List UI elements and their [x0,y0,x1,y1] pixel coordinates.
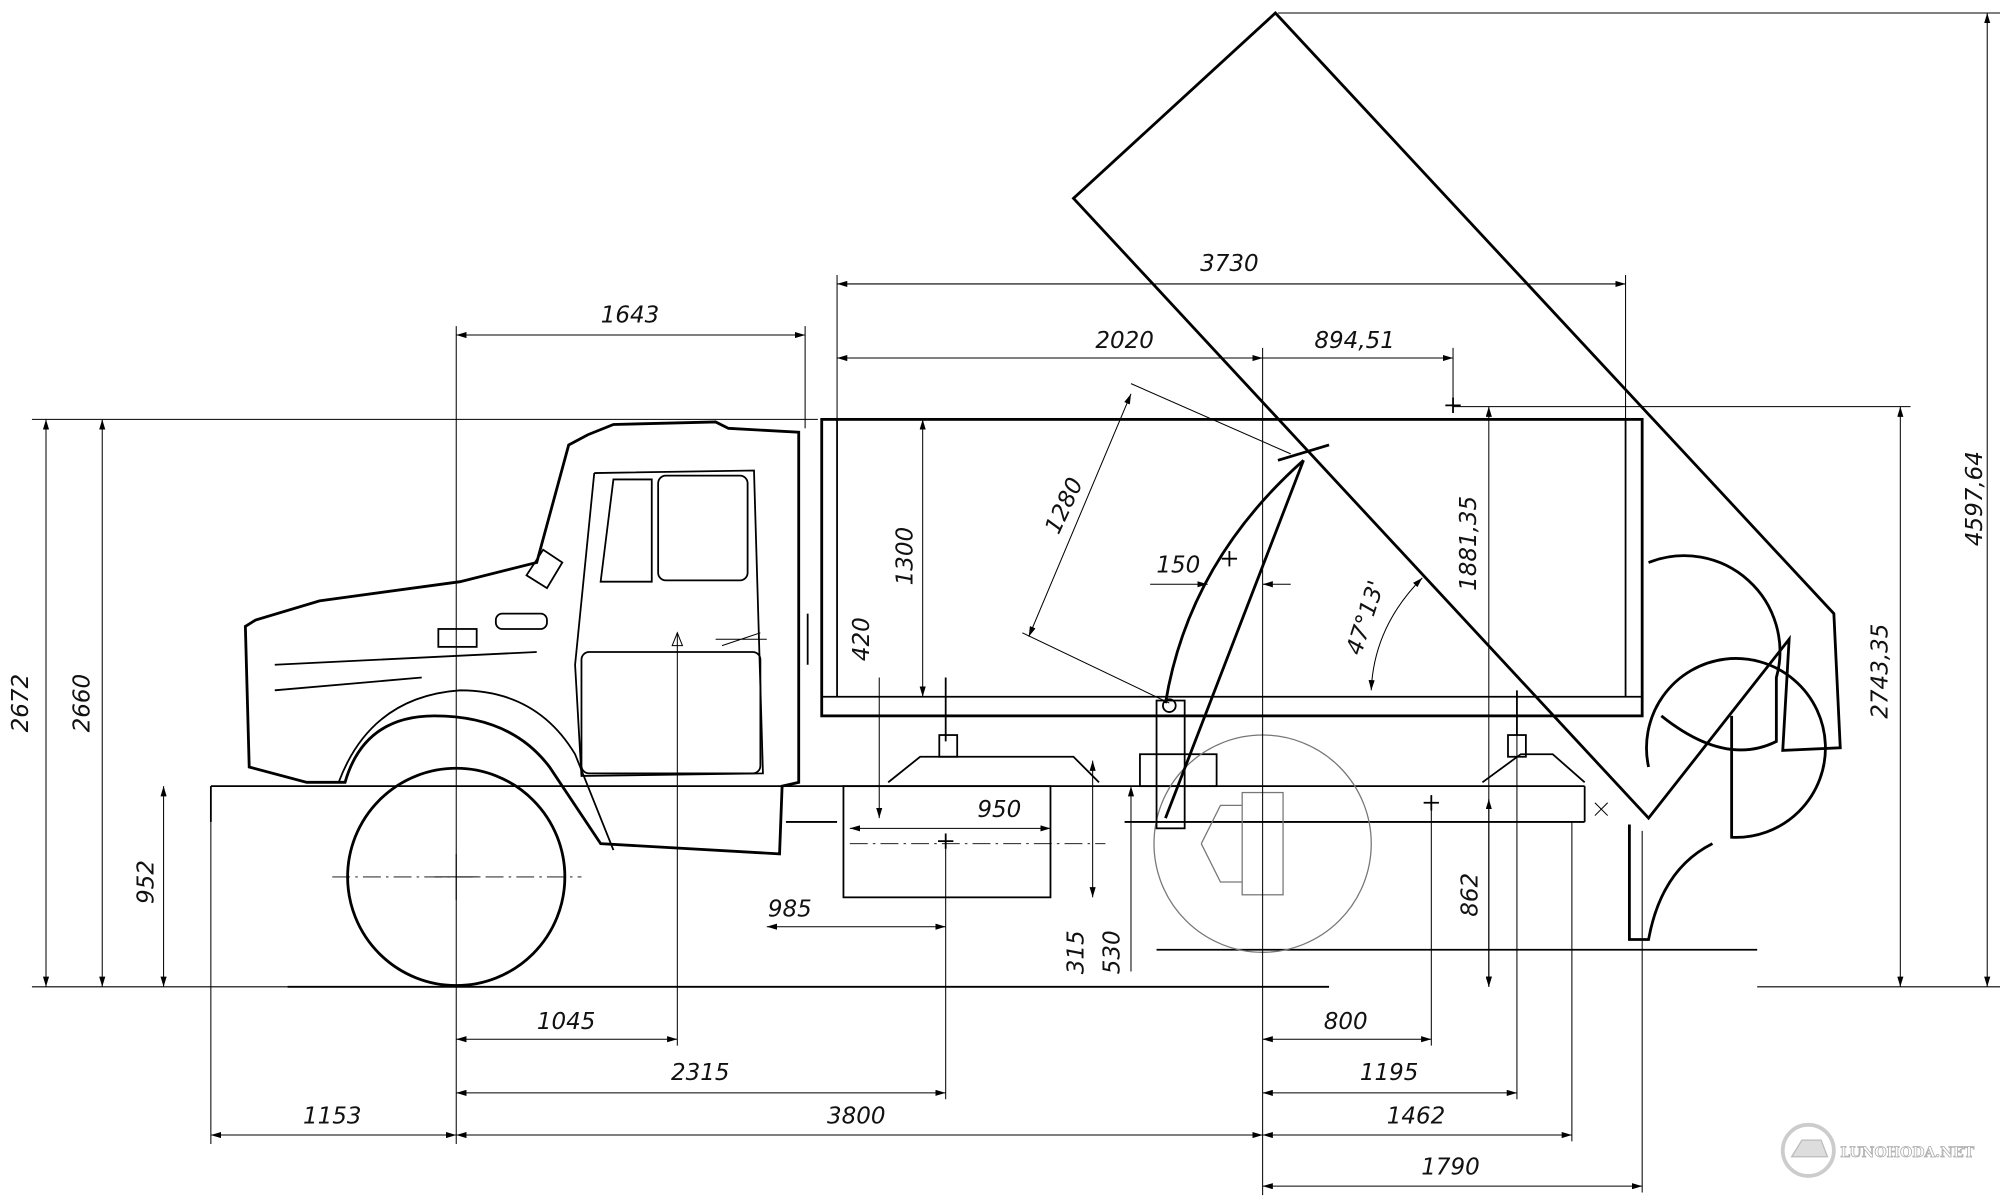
dim-2672: 2672 [8,674,34,733]
dim-3730: 3730 [1200,251,1259,277]
dim-985: 985 [768,897,812,923]
dim-2315: 2315 [671,1060,730,1086]
center-marks [938,397,1518,849]
front-wheel [332,766,582,987]
dim-1643: 1643 [601,302,660,328]
cargo-body-lowered [820,417,1644,718]
dim-2660: 2660 [69,674,95,733]
rear-wheels-tipped [1594,554,1827,941]
dim-tip-angle: 47°13' [1342,578,1390,659]
cargo-body-tipped [1071,11,1842,830]
dim-530: 530 [1099,930,1125,974]
dim-950: 950 [977,797,1021,823]
dim-1280: 1280 [1040,474,1088,538]
truck-cab [243,420,809,856]
fuel-tank [842,785,1052,899]
extension-lines [31,12,2000,1196]
dim-315: 315 [1064,930,1090,974]
dim-1195: 1195 [1360,1060,1419,1086]
dim-894-51: 894,51 [1314,328,1394,354]
dim-4597-64: 4597,64 [1962,451,1988,546]
dim-1462: 1462 [1387,1104,1446,1130]
dim-1790: 1790 [1421,1155,1480,1181]
chassis-frame [209,734,1586,823]
dimension-labels: 1643 3730 2020 894,51 2672 2660 952 1300… [8,251,1988,1181]
dim-952: 952 [133,860,159,904]
dimension-lines [42,13,1991,1190]
ground-lines [287,948,1758,988]
dim-150: 150 [1156,553,1200,579]
dim-862: 862 [1457,873,1483,917]
dim-1300: 1300 [892,527,918,586]
dim-1045: 1045 [537,1009,596,1035]
watermark-text: LUNOHODA.NET [1840,1145,1974,1161]
dim-2743-35: 2743,35 [1868,624,1894,719]
watermark-logo: LUNOHODA.NET [1780,1122,1975,1178]
dim-2020: 2020 [1095,328,1154,354]
dim-1153: 1153 [303,1104,362,1130]
dim-420: 420 [849,617,875,661]
dim-1881-35: 1881,35 [1456,496,1482,591]
dim-800: 800 [1324,1009,1368,1035]
dim-3800: 3800 [827,1104,886,1130]
